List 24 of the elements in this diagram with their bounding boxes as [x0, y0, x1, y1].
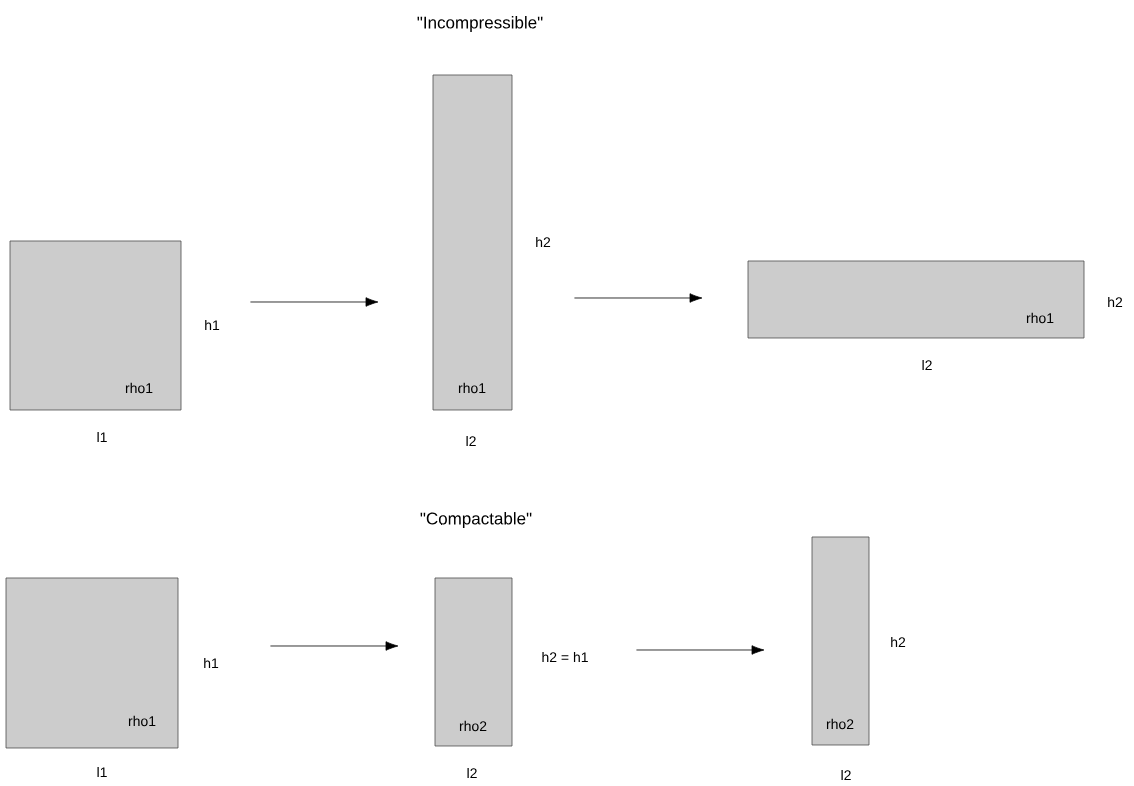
arrow	[270, 641, 399, 651]
dimension-label: h2	[536, 236, 551, 248]
section-title: "Compactable"	[420, 512, 532, 528]
arrow	[574, 293, 703, 303]
density-label: rho1	[458, 382, 486, 394]
density-label: rho1	[125, 382, 153, 394]
density-label: rho2	[459, 720, 487, 732]
density-label: rho1	[128, 715, 156, 727]
arrow	[250, 297, 379, 307]
dimension-label: l2	[466, 435, 476, 447]
dimension-label: h1	[204, 657, 219, 669]
section-title: "Incompressible"	[417, 16, 543, 32]
dimension-label: l1	[97, 431, 107, 443]
density-label: rho1	[1026, 312, 1054, 324]
dimension-label: h2 = h1	[542, 651, 588, 663]
dimension-label: l2	[841, 769, 851, 781]
arrow	[636, 645, 765, 655]
dimension-label: l2	[467, 767, 477, 779]
dimension-label: h1	[205, 319, 220, 331]
dimension-label: h2	[1108, 296, 1123, 308]
density-label: rho2	[826, 718, 854, 730]
dimension-label: l1	[97, 766, 107, 778]
dimension-label: l2	[922, 359, 932, 371]
dimension-label: h2	[891, 636, 906, 648]
